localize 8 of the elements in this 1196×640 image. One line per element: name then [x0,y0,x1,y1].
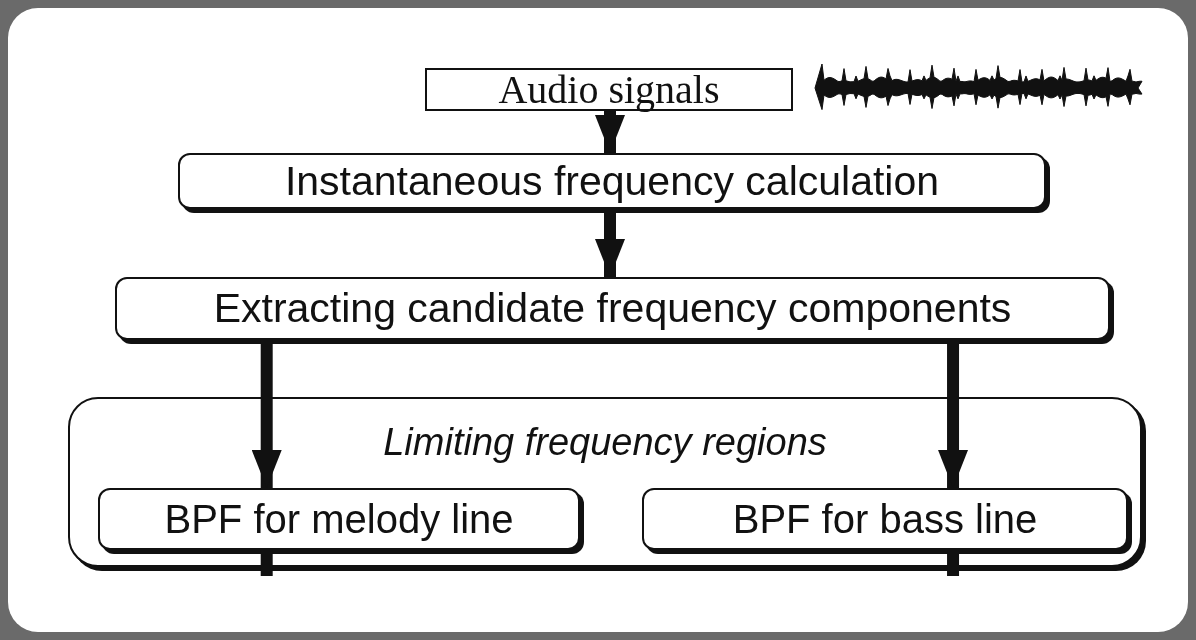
box-label: BPF for bass line [732,496,1038,542]
input-box [425,68,793,111]
box-label: Extracting candidate frequency components [213,285,1012,332]
box-label: Instantaneous frequency calculation [284,157,940,205]
box-label: BPF for melody line [164,496,514,542]
group-heading: Limiting frequency regions [383,421,827,464]
arrow [595,111,625,153]
box-label: Audio signals [498,66,720,113]
